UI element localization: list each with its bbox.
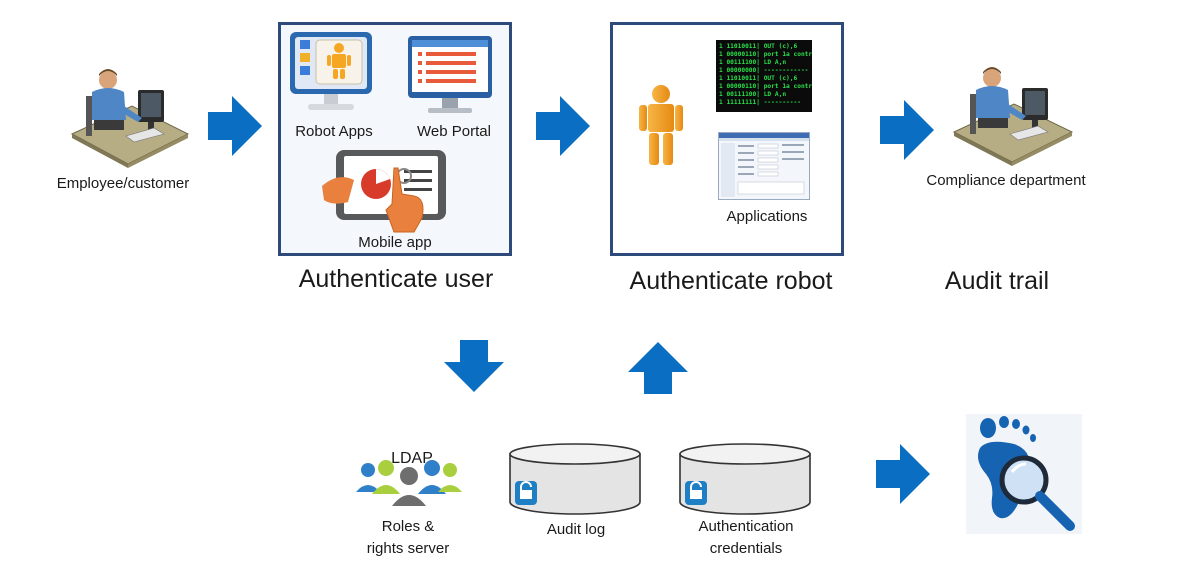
terminal-line: 1 00000110| port 1a contr bbox=[719, 83, 812, 90]
compliance-label: Compliance department bbox=[926, 172, 1086, 189]
arrow-up bbox=[628, 342, 688, 394]
arrow-right-4 bbox=[876, 444, 930, 504]
ldap-label: LDAP bbox=[391, 450, 433, 467]
roles-label-line2: rights server bbox=[366, 540, 450, 557]
ldap-users-group-icon bbox=[356, 460, 462, 506]
robot-apps-label: Robot Apps bbox=[295, 123, 373, 140]
arrow-right-3 bbox=[880, 100, 934, 160]
compliance-workstation-icon bbox=[952, 67, 1074, 166]
audit-trail-title: Audit trail bbox=[944, 267, 1050, 295]
terminal-line: 1 00000000| ------------ bbox=[719, 67, 809, 74]
terminal-line: 1 00111100| LD A,n bbox=[719, 91, 787, 98]
credentials-label-line1: Authentication bbox=[698, 518, 794, 535]
credentials-database-icon bbox=[679, 443, 811, 515]
application-window-screenshot bbox=[718, 132, 810, 200]
terminal-line: 1 11010011| OUT (c),6 bbox=[719, 43, 798, 50]
authenticate-robot-title: Authenticate robot bbox=[629, 267, 833, 295]
arrow-right-1 bbox=[208, 96, 262, 156]
robot-apps-icon bbox=[290, 32, 372, 110]
arrow-right-2 bbox=[536, 96, 590, 156]
employee-workstation-icon bbox=[70, 69, 190, 168]
audit-footprint-magnifier-icon bbox=[966, 414, 1082, 534]
audit-log-database-icon bbox=[509, 443, 641, 515]
terminal-line: 1 11010011| OUT (c),6 bbox=[719, 75, 798, 82]
arrow-down bbox=[444, 340, 504, 392]
robot-icon bbox=[639, 85, 683, 165]
roles-label-line1: Roles & bbox=[381, 518, 435, 535]
web-portal-label: Web Portal bbox=[417, 123, 491, 140]
employee-label: Employee/customer bbox=[56, 175, 190, 192]
terminal-line: 1 11111111| ---------- bbox=[719, 99, 801, 106]
authenticate-user-title: Authenticate user bbox=[298, 265, 494, 293]
audit-log-label: Audit log bbox=[546, 521, 606, 538]
terminal-line: 1 00000110| port 1a contr bbox=[719, 51, 812, 58]
applications-label: Applications bbox=[726, 208, 808, 225]
web-portal-icon bbox=[408, 36, 492, 113]
mobile-app-label: Mobile app bbox=[358, 234, 432, 251]
terminal-screenshot: 1 11010011| OUT (c),6 1 00000110| port 1… bbox=[716, 40, 812, 112]
credentials-label-line2: credentials bbox=[709, 540, 783, 557]
terminal-line: 1 00111100| LD A,n bbox=[719, 59, 787, 66]
mobile-app-icon bbox=[322, 150, 446, 233]
